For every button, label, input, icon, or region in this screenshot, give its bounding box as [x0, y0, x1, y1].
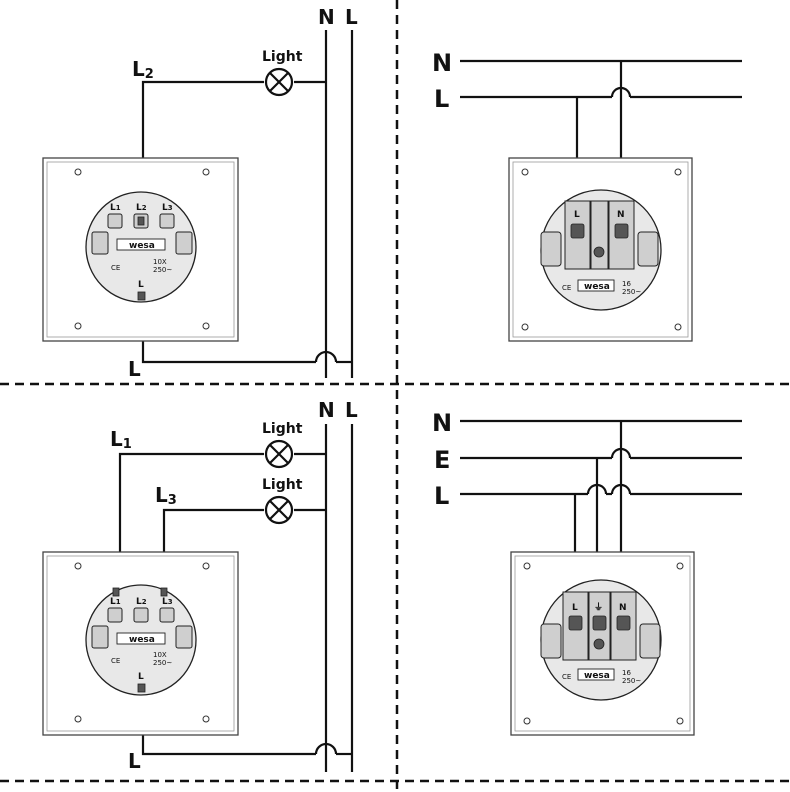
panel-bottom-left: N L Light L1 Light L3 L L1: [42, 398, 358, 773]
l1-wire: [118, 452, 264, 586]
svg-text:L1: L1: [110, 597, 121, 607]
live-feed-label: L: [128, 357, 141, 381]
svg-text:250~: 250~: [153, 266, 172, 274]
socket-terminal-l: [570, 223, 585, 239]
svg-text:N: N: [619, 603, 627, 613]
svg-text:CE: CE: [111, 264, 120, 272]
svg-text:N: N: [617, 210, 625, 220]
svg-text:L3: L3: [162, 597, 173, 607]
svg-text:L: L: [574, 210, 580, 220]
svg-text:10X: 10X: [153, 258, 167, 266]
l2-wire-label: L2: [132, 57, 154, 82]
svg-text:CE: CE: [562, 673, 571, 681]
svg-text:wesa: wesa: [584, 671, 610, 681]
svg-text:L: L: [138, 280, 144, 290]
svg-text:N: N: [318, 398, 335, 422]
earth-symbol: ⏚: [594, 602, 603, 613]
panel-top-left: N L Light L2 L L1 L2 L3 wesa: [42, 5, 358, 381]
brand-label: wesa: [129, 241, 155, 251]
earth-line-label: E: [434, 446, 450, 474]
svg-text:L: L: [128, 749, 141, 773]
svg-text:wesa: wesa: [584, 282, 610, 292]
svg-text:L: L: [138, 672, 144, 682]
terminal-l-common: [137, 291, 146, 301]
brand-badge: [116, 238, 166, 251]
socket-terminal-n: [614, 223, 629, 239]
neutral-bus-label: N: [318, 5, 335, 29]
svg-text:L2: L2: [136, 203, 147, 213]
svg-text:L: L: [434, 482, 449, 510]
svg-text:L: L: [345, 398, 358, 422]
live-bus-label: L: [345, 5, 358, 29]
terminal-l3: [159, 213, 175, 229]
terminal-l1: [107, 213, 123, 229]
svg-text:L3: L3: [162, 203, 173, 213]
svg-text:CE: CE: [562, 284, 571, 292]
svg-text:N: N: [432, 409, 452, 437]
svg-text:16: 16: [622, 280, 631, 288]
svg-text:10X: 10X: [153, 651, 167, 659]
svg-text:L: L: [572, 603, 578, 613]
light-label: Light: [262, 49, 303, 65]
wire-crossover-hop: [314, 350, 338, 363]
l1-wire-label: L1: [110, 427, 132, 452]
svg-text:Light: Light: [262, 477, 303, 493]
svg-text:250~: 250~: [153, 659, 172, 667]
svg-text:250~: 250~: [622, 288, 641, 296]
svg-text:250~: 250~: [622, 677, 641, 685]
svg-text:16: 16: [622, 669, 631, 677]
svg-text:L1: L1: [110, 203, 121, 213]
svg-text:CE: CE: [111, 657, 120, 665]
panel-bottom-right: N E L L ⏚ N wesa CE: [432, 409, 742, 736]
l3-wire-label: L3: [155, 483, 177, 508]
svg-text:wesa: wesa: [129, 635, 155, 645]
live-line-label: L: [434, 85, 449, 113]
svg-text:L2: L2: [136, 597, 147, 607]
panel-top-right: N L L N wesa CE 16 250~: [432, 49, 742, 342]
neutral-line-label: N: [432, 49, 452, 77]
svg-text:Light: Light: [262, 421, 303, 437]
